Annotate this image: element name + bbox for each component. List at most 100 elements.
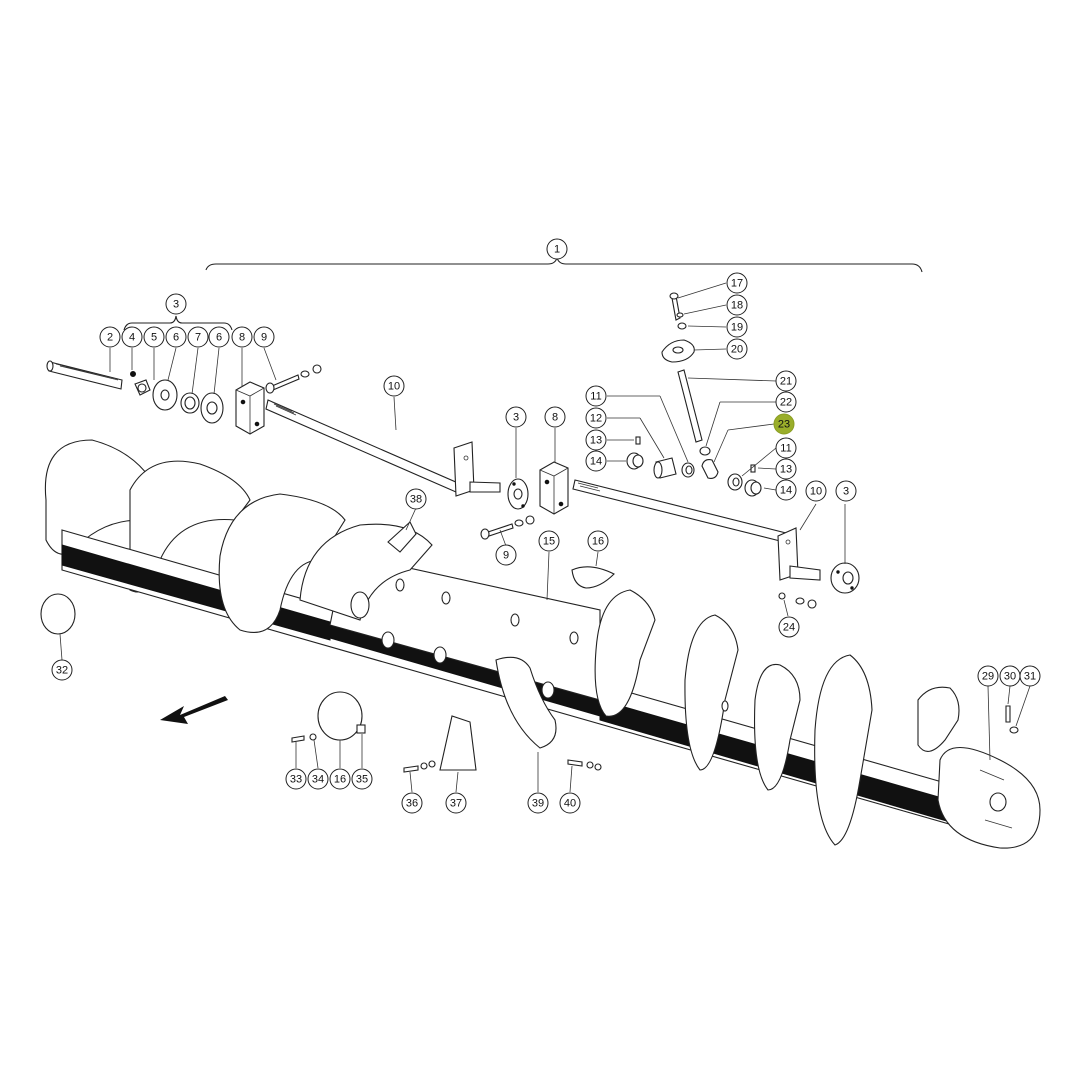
block-part-8b: [539, 461, 569, 515]
callout-8: 8: [544, 406, 566, 428]
callout-number: 32: [56, 665, 68, 677]
callout-31: 31: [1019, 665, 1041, 687]
hardware-part-24: [778, 592, 817, 609]
callout-16: 16: [329, 768, 351, 790]
callout-3: 3: [505, 406, 527, 428]
callout-number: 3: [173, 299, 179, 311]
callout-number: 21: [780, 376, 792, 388]
callout-number: 23: [778, 419, 790, 431]
callout-number: 37: [450, 798, 462, 810]
ring-part-7: [180, 392, 200, 414]
callout-number: 12: [590, 413, 602, 425]
ring-part-11a: [681, 462, 695, 478]
callout-number: 35: [356, 774, 368, 786]
callout-14: 14: [585, 450, 607, 472]
callout-number: 6: [216, 332, 222, 344]
hardware-part-33-34: [291, 733, 317, 743]
callout-39: 39: [527, 792, 549, 814]
plate-part-20: [661, 339, 695, 363]
callout-10: 10: [383, 375, 405, 397]
cover-part-16b: [317, 691, 363, 741]
block-part-8a: [235, 381, 265, 435]
callout-23-highlighted: 23: [773, 413, 795, 435]
cover-part-32: [40, 593, 76, 635]
callout-number: 11: [590, 391, 601, 403]
direction-arrow: [160, 696, 228, 724]
callout-number: 36: [406, 798, 418, 810]
bush-part-14a: [626, 452, 644, 470]
callout-6: 6: [165, 326, 187, 348]
callout-14: 14: [775, 479, 797, 501]
flange-part-6a: [152, 379, 178, 411]
callout-number: 10: [810, 486, 822, 498]
callout-37: 37: [445, 792, 467, 814]
callout-number: 6: [173, 332, 179, 344]
callout-number: 16: [592, 536, 604, 548]
callout-number: 3: [843, 486, 849, 498]
callout-number: 8: [552, 412, 558, 424]
sleeve-part-12: [653, 457, 677, 479]
callout-19: 19: [726, 316, 748, 338]
callout-number: 13: [590, 435, 602, 447]
callout-number: 38: [410, 494, 422, 506]
callout-number: 7: [195, 332, 201, 344]
callout-2: 2: [99, 326, 121, 348]
callout-number: 33: [290, 774, 302, 786]
hardware-part-30-31: [1005, 705, 1019, 734]
hardware-part-40: [567, 759, 602, 771]
callout-6: 6: [208, 326, 230, 348]
shaft-part-10a: [265, 399, 501, 497]
callout-number: 34: [312, 774, 324, 786]
shaft-part-2: [46, 360, 123, 390]
paddle-part-39: [495, 656, 557, 749]
callout-17: 17: [726, 272, 748, 294]
bush-part-14b: [744, 479, 762, 497]
clamp-part-23: [701, 459, 719, 479]
hardware-part-36: [403, 760, 436, 773]
plate-part-37: [439, 715, 477, 771]
callout-number: 39: [532, 798, 544, 810]
callout-3: 3: [835, 480, 857, 502]
flange-part-6b: [200, 392, 224, 424]
callout-number: 30: [1004, 671, 1016, 683]
callout-5: 5: [143, 326, 165, 348]
nut-part-22: [699, 446, 711, 456]
callout-32: 32: [51, 659, 73, 681]
callout-35: 35: [351, 768, 373, 790]
callout-number: 2: [107, 332, 113, 344]
callout-number: 3: [513, 412, 519, 424]
ring-part-11b: [727, 473, 743, 491]
callout-3: 3: [165, 293, 187, 315]
callout-11: 11: [775, 437, 797, 459]
callout-number: 15: [543, 536, 555, 548]
callout-33: 33: [285, 768, 307, 790]
rod-part-21: [677, 369, 703, 443]
assembly-bracket-1: [205, 256, 923, 273]
callout-38: 38: [405, 488, 427, 510]
callout-20: 20: [726, 338, 748, 360]
callout-22: 22: [775, 391, 797, 413]
callout-40: 40: [559, 792, 581, 814]
callout-number: 5: [151, 332, 157, 344]
callout-number: 10: [388, 381, 400, 393]
callout-21: 21: [775, 370, 797, 392]
bracket-part-38: [387, 521, 417, 553]
callout-number: 8: [239, 332, 245, 344]
callout-number: 19: [731, 322, 743, 334]
callout-12: 12: [585, 407, 607, 429]
callout-16: 16: [587, 530, 609, 552]
assembly-bracket-3: [123, 315, 233, 331]
callout-number: 18: [731, 300, 743, 312]
callout-30: 30: [999, 665, 1021, 687]
nut-part-35: [356, 724, 366, 734]
pin-part-13a: [635, 436, 641, 445]
callout-number: 40: [564, 798, 576, 810]
callout-9: 9: [253, 326, 275, 348]
callout-number: 1: [554, 244, 560, 256]
nut-part-19: [677, 322, 687, 330]
callout-number: 22: [780, 397, 792, 409]
callout-18: 18: [726, 294, 748, 316]
flange-part-3b: [830, 562, 860, 594]
callout-15: 15: [538, 530, 560, 552]
